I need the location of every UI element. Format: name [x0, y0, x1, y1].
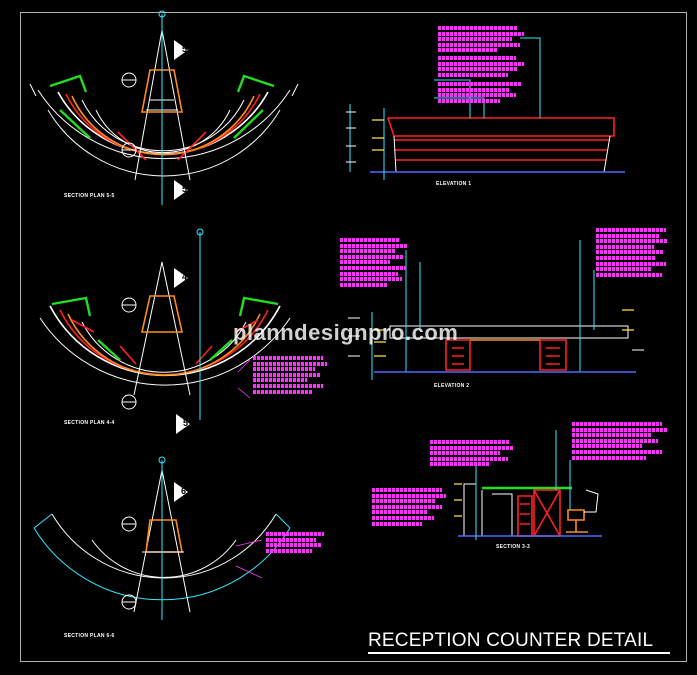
sheet-title-underline	[368, 652, 670, 654]
svg-text:5: 5	[183, 418, 188, 428]
elevation-2-drawing	[348, 240, 644, 380]
plan-6-drawing: 6	[33, 456, 291, 620]
sheet-title: RECEPTION COUNTER DETAIL	[368, 630, 654, 651]
svg-text:5: 5	[182, 44, 187, 54]
drawing-frame	[20, 12, 687, 662]
note-elev1-top	[438, 26, 524, 54]
note-plan4	[253, 356, 327, 395]
view-label-section-3: SECTION 3-3	[496, 544, 531, 550]
note-elev2-right	[596, 228, 668, 278]
view-label-plan-5: SECTION PLAN 5-5	[64, 193, 115, 199]
view-label-elevation-2: ELEVATION 2	[434, 383, 470, 389]
note-elev2-left	[340, 238, 408, 288]
note-sect3-top	[430, 440, 514, 468]
watermark-text: planndesignpro.com	[233, 320, 459, 345]
svg-text:5: 5	[182, 184, 187, 194]
svg-text:4: 4	[182, 272, 187, 282]
plan-4-drawing: 4 5	[39, 228, 291, 434]
note-elev1-mid	[438, 56, 524, 78]
view-label-plan-4: SECTION PLAN 4-4	[64, 420, 115, 426]
svg-text:6: 6	[181, 486, 186, 496]
note-sect3-left	[372, 488, 446, 527]
view-label-plan-6: SECTION PLAN 6-6	[64, 633, 115, 639]
view-label-elevation-1: ELEVATION 1	[436, 181, 472, 187]
section-3-drawing	[454, 430, 602, 540]
note-plan6	[266, 532, 326, 554]
elevation-1-drawing	[346, 37, 625, 180]
plan-5-drawing: 5 5	[29, 10, 299, 205]
note-elev1-low	[438, 82, 524, 104]
note-sect3-right	[572, 422, 668, 461]
